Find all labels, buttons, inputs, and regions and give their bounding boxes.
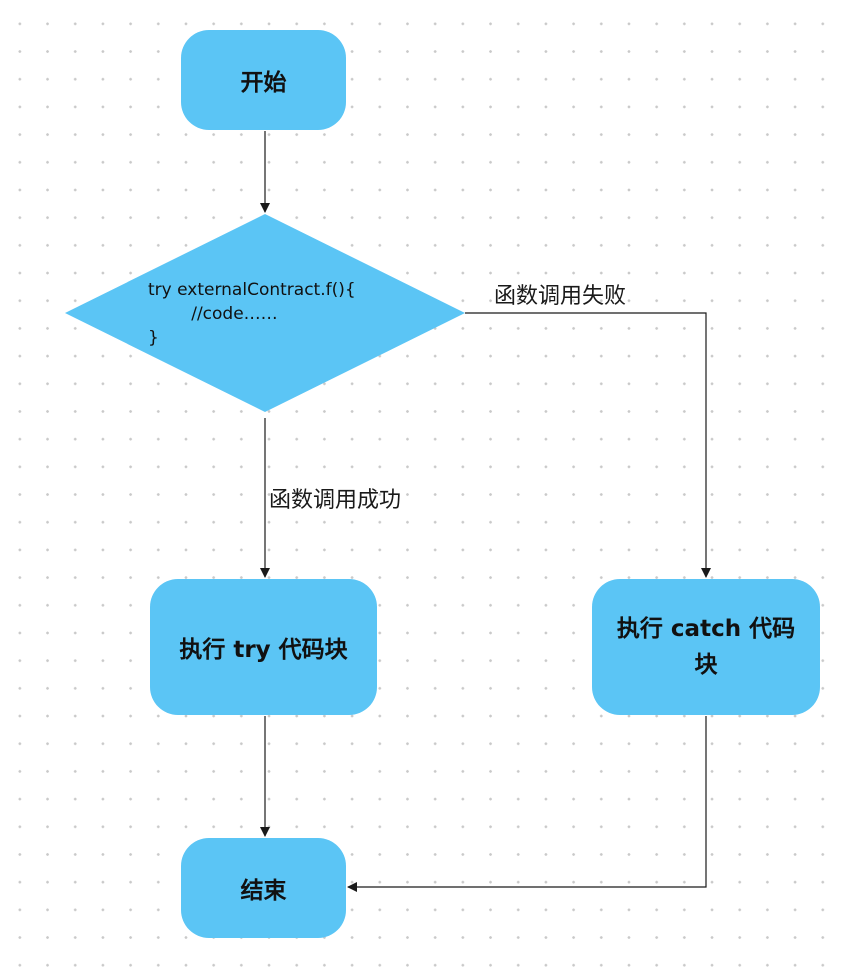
decision-diamond[interactable] bbox=[65, 214, 465, 412]
decision-node-code: try externalContract.f(){ //code……} bbox=[148, 278, 356, 350]
fail-edge-label: 函数调用失败 bbox=[494, 284, 627, 309]
catch-block-label: 执行 catch 代码块 bbox=[616, 616, 796, 678]
decision-code-line-3: } bbox=[148, 328, 159, 348]
try-block-node[interactable]: 执行 try 代码块 bbox=[150, 579, 377, 715]
decision-code-line-2: //code…… bbox=[148, 304, 278, 324]
try-block-label: 执行 try 代码块 bbox=[179, 637, 348, 663]
edge-decision-to-catch bbox=[465, 312, 711, 578]
end-node[interactable]: 结束 bbox=[181, 838, 346, 938]
end-node-label: 结束 bbox=[240, 878, 287, 904]
edge-catch-to-end bbox=[347, 716, 707, 892]
decision-code-line-1: try externalContract.f(){ bbox=[148, 280, 356, 300]
start-node-label: 开始 bbox=[240, 70, 287, 96]
start-node[interactable]: 开始 bbox=[181, 30, 346, 130]
catch-block-node[interactable]: 执行 catch 代码块 bbox=[592, 579, 820, 715]
success-edge-label: 函数调用成功 bbox=[269, 488, 402, 513]
